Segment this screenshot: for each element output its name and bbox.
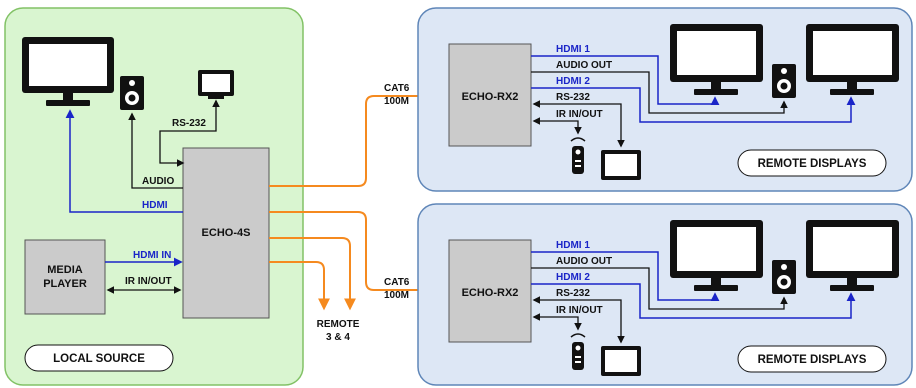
hdmi2-label-bottom: HDMI 2	[556, 272, 590, 283]
echo-4s-device: ECHO-4S	[182, 147, 270, 319]
remote-speaker-icon-bottom	[772, 260, 796, 294]
svg-text:REMOTE DISPLAYS: REMOTE DISPLAYS	[758, 158, 867, 170]
ir-line-bottom	[532, 313, 582, 331]
remote-monitor-1-icon-top	[670, 24, 763, 95]
audio-out-label-bottom: AUDIO OUT	[556, 256, 612, 267]
rs232-line-bottom	[532, 296, 625, 344]
local-source-zone-label: LOCAL SOURCE	[24, 344, 174, 372]
echo-rx2-device-top: ECHO-RX2	[448, 43, 532, 147]
rs232-label-bottom: RS-232	[556, 288, 590, 299]
remote-displays-label-bottom: REMOTE DISPLAYS	[737, 345, 887, 373]
audio-out-line-bottom	[531, 267, 788, 310]
echo-4s-label: ECHO-4S	[202, 227, 251, 239]
hdmi1-line-top	[531, 55, 720, 106]
remote-monitor-1-icon-bottom	[670, 220, 763, 291]
svg-text:REMOTE DISPLAYS: REMOTE DISPLAYS	[758, 354, 867, 366]
remote-monitor-2-icon-top	[806, 24, 899, 95]
local-hdmi-in-label: HDMI IN	[133, 250, 171, 261]
local-monitor-icon	[22, 37, 114, 106]
svg-text:ECHO-RX2: ECHO-RX2	[462, 287, 519, 299]
local-speaker-icon	[120, 76, 144, 110]
cat6-top-label-line1: CAT6	[384, 83, 410, 94]
cat6-line-to-rx2-bottom	[269, 211, 447, 296]
remote-displays-label-top: REMOTE DISPLAYS	[737, 149, 887, 177]
media-player-label-line1: MEDIA	[47, 264, 83, 276]
local-rs232-label: RS-232	[172, 118, 206, 129]
local-hdmi-out-label: HDMI	[142, 200, 168, 211]
rs232-line-top	[532, 100, 625, 148]
hdmi1-label-top: HDMI 1	[556, 44, 590, 55]
rs232-label-top: RS-232	[556, 92, 590, 103]
hdmi1-line-bottom	[531, 251, 720, 302]
remote-3-4-label-line1: REMOTE	[317, 319, 360, 330]
cat6-bottom-label-line1: CAT6	[384, 277, 410, 288]
remote-4-line	[269, 237, 356, 311]
hdmi1-label-bottom: HDMI 1	[556, 240, 590, 251]
remote-3-line	[269, 261, 330, 311]
local-hdmi-out-line	[65, 109, 183, 213]
cat6-top-label-line2: 100M	[384, 96, 409, 107]
remote-displays-zone-bottom: ECHO-RX2	[417, 203, 913, 386]
cat6-line-to-rx2-top	[269, 90, 447, 187]
cat6-links: CAT6 100M CAT6 100M REMOTE 3 & 4	[269, 83, 447, 343]
media-player-label-line2: PLAYER	[43, 278, 87, 290]
local-source-zone: ECHO-4S MEDIA PLAYER HDMI AUDIO RS-232 H…	[4, 7, 304, 386]
control-display-icon-top	[601, 150, 641, 180]
media-player-device: MEDIA PLAYER	[24, 239, 106, 315]
local-ir-label: IR IN/OUT	[125, 276, 172, 287]
echo-rx2-device-bottom: ECHO-RX2	[448, 239, 532, 343]
local-control-display-icon	[198, 70, 234, 99]
hdmi2-line-bottom	[531, 283, 856, 319]
local-audio-label: AUDIO	[142, 176, 174, 187]
remote-speaker-icon-top	[772, 64, 796, 98]
ir-line-top	[532, 117, 582, 135]
audio-out-label-top: AUDIO OUT	[556, 60, 612, 71]
hdmi2-label-top: HDMI 2	[556, 76, 590, 87]
ir-label-bottom: IR IN/OUT	[556, 305, 603, 316]
hdmi2-line-top	[531, 87, 856, 123]
control-display-icon-bottom	[601, 346, 641, 376]
remote-3-4-label-line2: 3 & 4	[326, 332, 350, 343]
remote-displays-zone-top: ECHO-RX2	[417, 7, 913, 192]
local-audio-line	[128, 112, 183, 189]
svg-text:LOCAL SOURCE: LOCAL SOURCE	[53, 353, 145, 365]
ir-label-top: IR IN/OUT	[556, 109, 603, 120]
local-rs232-line	[159, 99, 220, 167]
audio-out-line-top	[531, 71, 788, 114]
remote-monitor-2-icon-bottom	[806, 220, 899, 291]
svg-text:ECHO-RX2: ECHO-RX2	[462, 91, 519, 103]
cat6-bottom-label-line2: 100M	[384, 290, 409, 301]
